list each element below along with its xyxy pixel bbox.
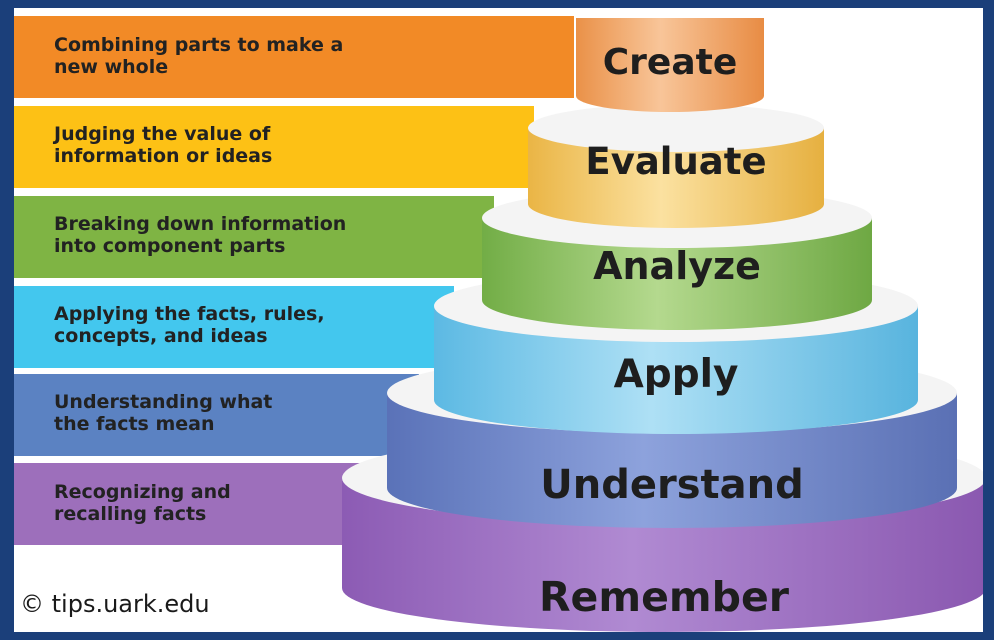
apply-description: Applying the facts, rules, concepts, and… bbox=[54, 303, 325, 347]
band-remember: Recognizing and recalling facts bbox=[14, 463, 374, 545]
evaluate-description: Judging the value of information or idea… bbox=[54, 123, 273, 167]
tier-create bbox=[576, 18, 764, 112]
create-description: Combining parts to make a new whole bbox=[54, 34, 344, 78]
label-evaluate: Evaluate bbox=[585, 140, 767, 183]
band-understand: Understanding what the facts mean bbox=[14, 374, 419, 456]
label-understand: Understand bbox=[540, 462, 804, 508]
pyramid-tiers bbox=[342, 18, 983, 632]
label-create: Create bbox=[602, 42, 738, 83]
analyze-description: Breaking down information into component… bbox=[54, 213, 347, 257]
tier-evaluate bbox=[528, 104, 824, 228]
band-evaluate: Judging the value of information or idea… bbox=[14, 106, 534, 188]
label-remember: Remember bbox=[538, 573, 789, 621]
credit-text: © tips.uark.edu bbox=[20, 590, 210, 618]
remember-description: Recognizing and recalling facts bbox=[54, 481, 231, 525]
understand-description: Understanding what the facts mean bbox=[54, 391, 273, 435]
band-analyze: Breaking down information into component… bbox=[14, 196, 494, 278]
band-apply: Applying the facts, rules, concepts, and… bbox=[14, 286, 454, 368]
label-analyze: Analyze bbox=[593, 244, 761, 288]
band-create: Combining parts to make a new whole bbox=[14, 16, 574, 98]
label-apply: Apply bbox=[613, 352, 739, 397]
diagram-panel: Combining parts to make a new whole Judg… bbox=[14, 8, 983, 632]
